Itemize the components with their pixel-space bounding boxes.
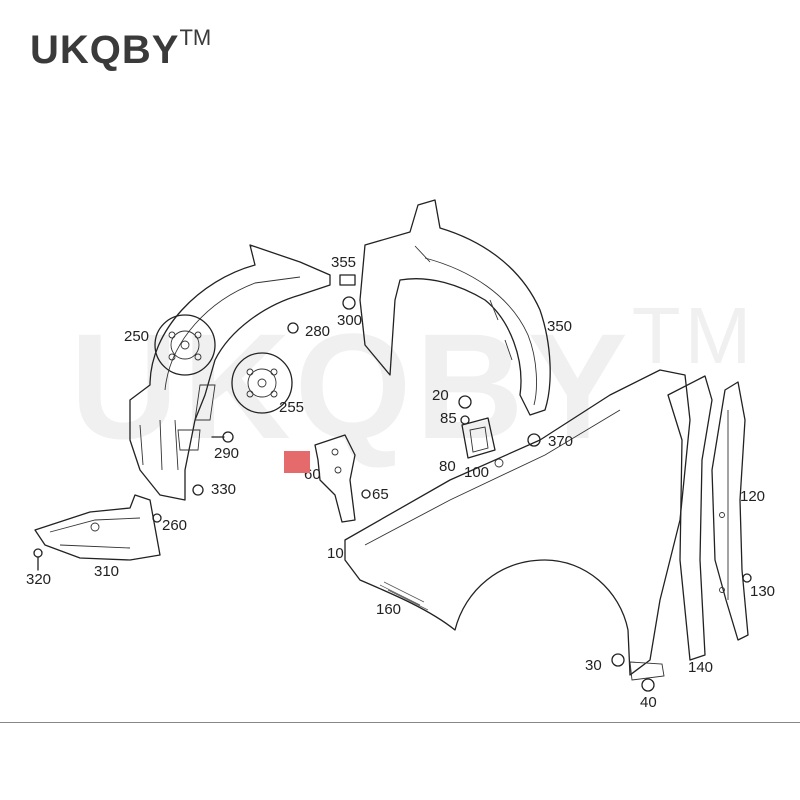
part-label-140: 140 (688, 659, 713, 676)
part-label-120: 120 (740, 488, 765, 505)
part-label-370: 370 (548, 433, 573, 450)
part-label-10: 10 (327, 545, 344, 562)
brand-trademark: TM (179, 24, 212, 50)
trim-strip (379, 581, 429, 611)
part-label-330: 330 (211, 481, 236, 498)
fender-support-bracket (461, 417, 504, 468)
watermark-trademark: TM (631, 291, 756, 380)
brand-name: UKQBY (30, 28, 180, 72)
wheel-arch-liner-rear (359, 199, 551, 416)
part-label-85: 85 (440, 410, 457, 427)
part-label-255: 255 (279, 399, 304, 416)
lower-splash-shield (34, 494, 161, 561)
fasteners (33, 274, 752, 692)
part-label-250: 250 (124, 328, 149, 345)
part-label-300: 300 (337, 312, 362, 329)
part-labels: 10 20 30 40 60 65 80 85 100 120 130 140 … (26, 254, 775, 711)
part-label-40: 40 (640, 694, 657, 711)
part-label-280: 280 (305, 323, 330, 340)
part-label-30: 30 (585, 657, 602, 674)
part-label-80: 80 (439, 458, 456, 475)
bottom-divider (0, 722, 800, 723)
part-label-290: 290 (214, 445, 239, 462)
part-label-260: 260 (162, 517, 187, 534)
part-label-65: 65 (372, 486, 389, 503)
fender-seal (667, 375, 713, 661)
part-label-20: 20 (432, 387, 449, 404)
front-fender (344, 369, 691, 681)
wheel-arch-liner-front (129, 244, 331, 501)
part-label-350: 350 (547, 318, 572, 335)
part-label-100: 100 (464, 464, 489, 481)
brand-logo: UKQBYTM (30, 24, 212, 73)
brake-cover-plate-left (154, 314, 216, 376)
part-label-130: 130 (750, 583, 775, 600)
part-label-310: 310 (94, 563, 119, 580)
highlight-marker (284, 451, 310, 473)
a-pillar-panel (711, 381, 749, 641)
part-label-320: 320 (26, 571, 51, 588)
brake-cover-plate-255 (231, 352, 293, 414)
part-label-355: 355 (331, 254, 356, 271)
part-label-160: 160 (376, 601, 401, 618)
fender-bracket (314, 434, 356, 523)
